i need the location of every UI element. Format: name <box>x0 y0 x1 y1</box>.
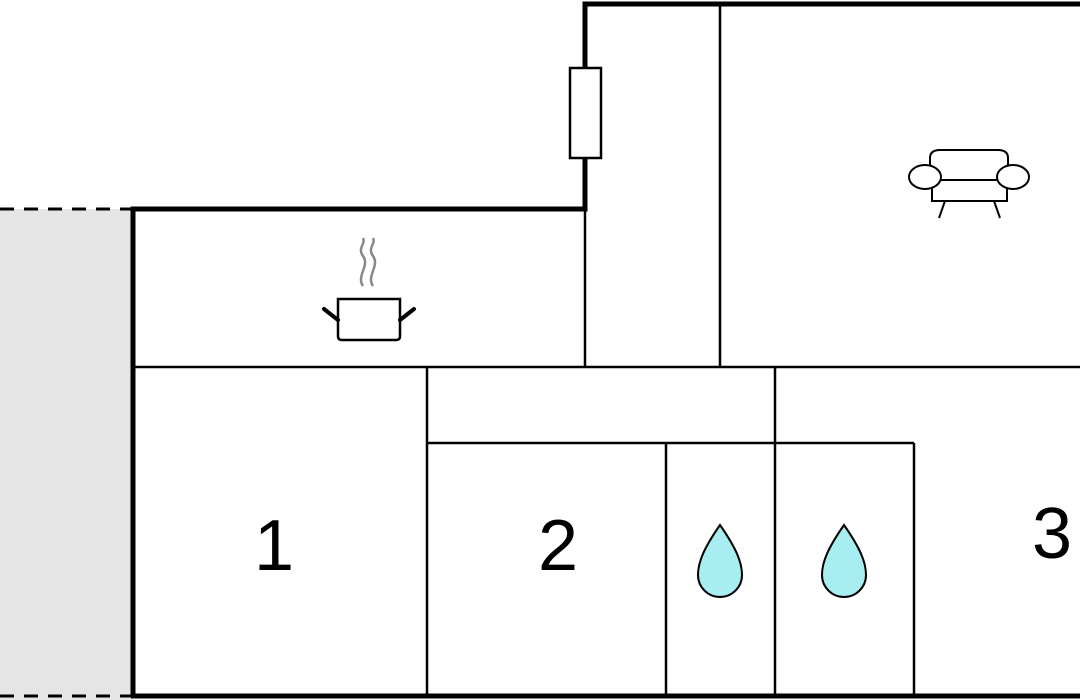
window <box>568 66 603 160</box>
sofa-icon <box>908 149 1030 219</box>
outer-walls <box>130 1 1080 696</box>
water-drop-icon <box>820 523 868 598</box>
cooking-pot-icon <box>322 237 416 342</box>
room-label-1: 1 <box>254 506 294 586</box>
room-label-3: 3 <box>1032 494 1072 574</box>
room-label-2: 2 <box>538 506 578 586</box>
terrace-area <box>0 209 131 700</box>
interior-walls <box>133 4 1080 696</box>
water-drop-icon <box>696 523 744 598</box>
